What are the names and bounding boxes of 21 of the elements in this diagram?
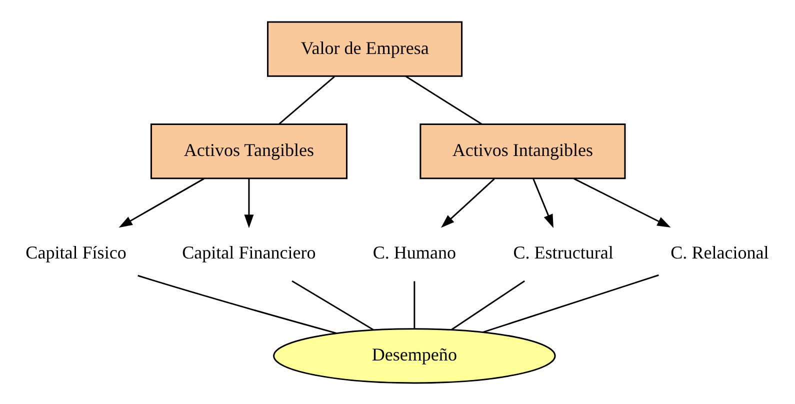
connector [414, 280, 416, 328]
node-box: Valor de Empresa [267, 20, 463, 76]
node-text: C. Humano [372, 242, 456, 262]
arrow [574, 178, 671, 227]
arrow [118, 178, 204, 228]
connector [405, 75, 482, 124]
node-box: Activos Intangibles [420, 123, 626, 179]
node-text: Capital Financiero [182, 242, 316, 262]
connector [138, 274, 337, 334]
node-ellipse: Desempeño [273, 328, 556, 384]
connector [451, 280, 525, 330]
arrow [441, 178, 495, 228]
connector [292, 280, 374, 330]
node-text: C. Estructural [513, 242, 614, 262]
node-text: C. Relacional [670, 242, 769, 262]
node-text: Capital Físico [26, 242, 126, 262]
node-box: Activos Tangibles [150, 123, 348, 179]
arrow [532, 178, 554, 228]
connector [278, 76, 335, 124]
connector [482, 274, 659, 332]
arrow [244, 178, 254, 228]
